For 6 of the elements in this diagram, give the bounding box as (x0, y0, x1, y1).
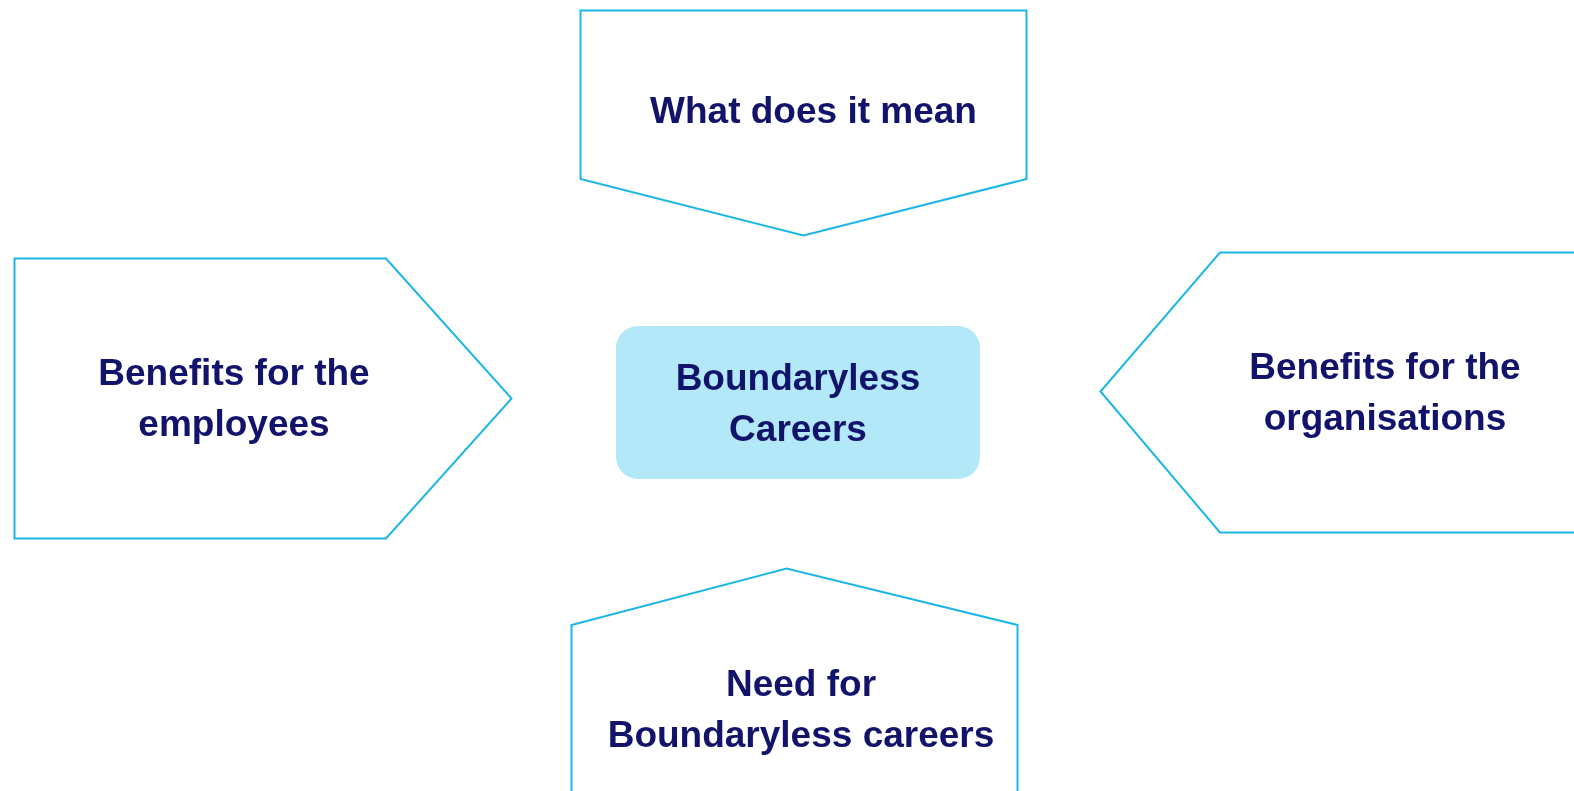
rounded-box (616, 326, 980, 479)
node-text: Benefits for the organisations (1248, 345, 1522, 440)
node-text: Boundaryless Careers (674, 355, 922, 451)
node-text: Benefits for the employees (97, 351, 371, 446)
node-text: What does it mean (650, 88, 977, 133)
node-text: Need for Boundaryless careers (606, 662, 996, 757)
